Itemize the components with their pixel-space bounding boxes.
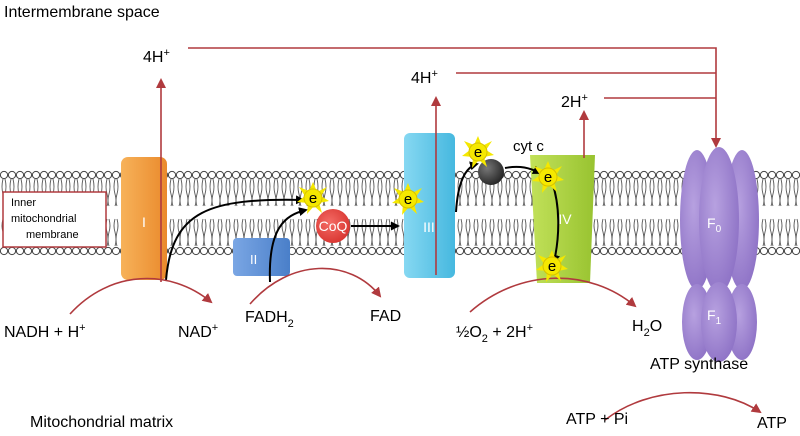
electron-star: e <box>536 250 568 282</box>
electron-star: e <box>462 136 494 168</box>
electron-label: e <box>404 191 412 208</box>
electron-label: e <box>548 258 556 275</box>
electron-label: e <box>474 144 482 161</box>
electron-label: e <box>544 169 552 186</box>
proton-label-complex-IV: 2H+ <box>561 92 588 111</box>
reaction-arrows <box>69 267 762 421</box>
nad-label: NAD+ <box>178 322 218 341</box>
atp-label: ATP <box>757 415 787 432</box>
complex-I-label: I <box>142 214 146 230</box>
fadh2-label: FADH2 <box>245 309 294 330</box>
cytc-circle <box>478 159 504 185</box>
electron-star: e <box>532 161 564 193</box>
coq-circle <box>316 209 350 243</box>
complex-III-label: III <box>423 219 435 235</box>
proton-label-complex-III: 4H+ <box>411 68 438 87</box>
complex-IV-label: IV <box>558 211 572 227</box>
water-label: H2O <box>632 318 662 339</box>
proton-label-complex-I: 4H+ <box>143 47 170 66</box>
atp-synthase <box>680 147 759 362</box>
proton-path-lines <box>188 47 721 148</box>
membrane-label-line3: membrane <box>26 229 79 241</box>
membrane-label-box: Inner mitochondrial membrane <box>2 191 107 248</box>
complex-II <box>233 238 290 276</box>
electron-star: e <box>392 183 424 215</box>
membrane-bilayer <box>0 170 800 260</box>
membrane-label-line2: mitochondrial <box>11 213 76 225</box>
electron-label: e <box>309 190 317 207</box>
f0-label: F0 <box>707 215 722 235</box>
electron-star: e <box>297 182 329 214</box>
coq-label: CoQ <box>319 218 348 234</box>
atp-synthase-label: ATP synthase <box>650 356 748 373</box>
proton-pump-arrows <box>156 78 589 282</box>
fad-label: FAD <box>370 308 401 325</box>
complex-III <box>404 133 455 278</box>
f1-label: F1 <box>707 307 722 327</box>
nadh-label: NADH + H+ <box>4 322 86 341</box>
atp-pi-label: ATP + Pi <box>566 411 628 428</box>
complex-II-label: II <box>250 252 257 267</box>
intermembrane-space-label: Intermembrane space <box>4 4 160 21</box>
oxygen-label: ½O2 + 2H+ <box>456 322 533 345</box>
mitochondrial-matrix-label: Mitochondrial matrix <box>30 414 173 431</box>
cytc-label: cyt c <box>513 138 544 155</box>
complex-I <box>121 157 167 280</box>
membrane-label-line1: Inner <box>11 197 36 209</box>
